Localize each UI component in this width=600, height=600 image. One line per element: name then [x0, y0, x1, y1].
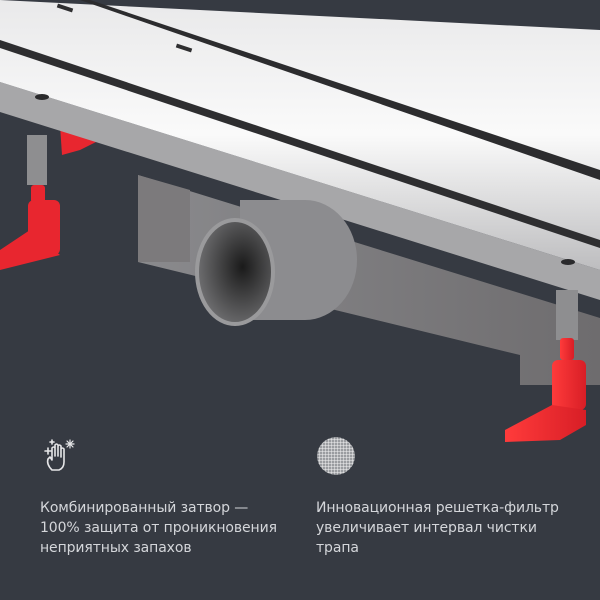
- drain-channel-flange: [0, 82, 600, 300]
- feature-text-line: трапа: [316, 540, 359, 556]
- drain-channel: [0, 0, 600, 270]
- mesh-filter-icon: [317, 437, 355, 475]
- hand-sparkle-icon: [44, 439, 75, 471]
- feature-text-line: увеличивает интервал чистки: [316, 520, 537, 536]
- feature-text-line: 100% защита от проникновения: [40, 520, 277, 536]
- feature-text-line: Комбинированный затвор —: [40, 500, 249, 516]
- feature-text-line: неприятных запахов: [40, 540, 192, 556]
- feature-filter-grate: Инновационная решетка-фильтр увеличивает…: [316, 436, 576, 558]
- feature-odor-seal: Комбинированный затвор — 100% защита от …: [40, 436, 290, 558]
- feature-text-line: Инновационная решетка-фильтр: [316, 500, 559, 516]
- outlet-pipe-opening: [195, 218, 275, 326]
